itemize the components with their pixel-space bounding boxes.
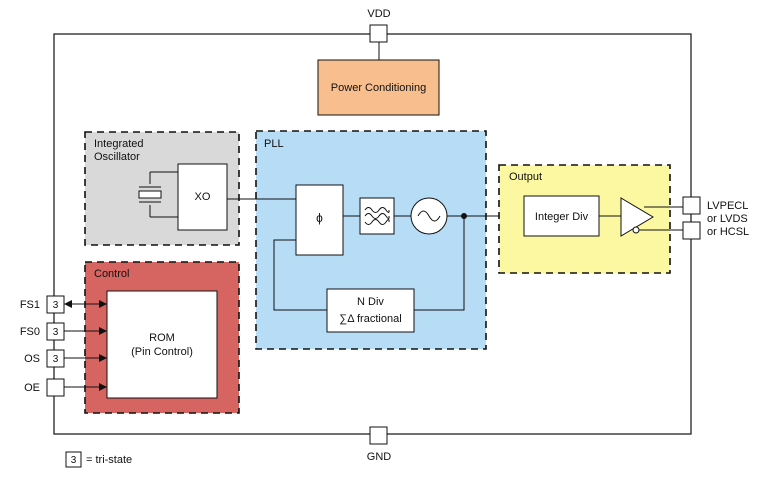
output-format-label-2: or LVDS: [707, 213, 748, 225]
output-format-label-3: or HCSL: [707, 226, 749, 238]
fs0-tristate-mark: 3: [53, 327, 59, 338]
xo-block: [177, 163, 228, 231]
n-div-label: N Div: [357, 296, 384, 308]
xo-label: XO: [195, 191, 211, 203]
sine-wave-icon: [417, 210, 441, 222]
feedback-wire-right: [414, 216, 465, 311]
gnd-pin: [369, 426, 388, 445]
integer-div-label: Integer Div: [535, 211, 589, 223]
phase-detector-label: ϕ: [316, 211, 323, 225]
output-pin-neg: [682, 221, 701, 240]
vdd-label: VDD: [367, 8, 390, 20]
fs1-tristate-mark: 3: [53, 300, 59, 311]
output-format-label-1: LVPECL: [707, 200, 748, 212]
integrated-oscillator-title-2: Oscillator: [94, 151, 140, 163]
pll-title: PLL: [264, 138, 284, 150]
integrated-oscillator-title-1: Integrated: [94, 138, 144, 150]
legend-tristate-box: [65, 451, 82, 468]
control-title: Control: [94, 268, 129, 280]
phase-detector-block: [295, 184, 344, 256]
power-conditioning-block: [317, 59, 440, 116]
fs0-label: FS0: [20, 326, 40, 338]
n-div-fractional-label: ∑Δ fractional: [339, 313, 401, 325]
output-buffer-icon: [620, 197, 654, 237]
feedback-wire-left: [273, 239, 327, 311]
legend-tristate-mark: 3: [71, 455, 77, 466]
rom-pin-control-label: (Pin Control): [131, 346, 193, 358]
loop-filter-block: [359, 197, 395, 235]
inverted-output-bubble: [632, 226, 640, 234]
crystal-icon: [138, 171, 178, 218]
integer-div-block: [523, 195, 600, 237]
vdd-pin: [369, 24, 388, 43]
n-div-block: [326, 288, 415, 333]
legend-tristate-text: = tri-state: [86, 454, 132, 466]
filter-icon: [364, 207, 390, 225]
os-label: OS: [24, 353, 40, 365]
gnd-label: GND: [367, 451, 392, 463]
oe-pin: [46, 378, 65, 397]
os-tristate-mark: 3: [53, 354, 59, 365]
rom-block: [106, 290, 218, 399]
oe-label: OE: [24, 382, 40, 394]
rom-label: ROM: [149, 332, 175, 344]
output-pin-pos: [682, 196, 701, 215]
fs1-label: FS1: [20, 299, 40, 311]
power-conditioning-label: Power Conditioning: [331, 82, 426, 94]
output-title: Output: [509, 171, 542, 183]
